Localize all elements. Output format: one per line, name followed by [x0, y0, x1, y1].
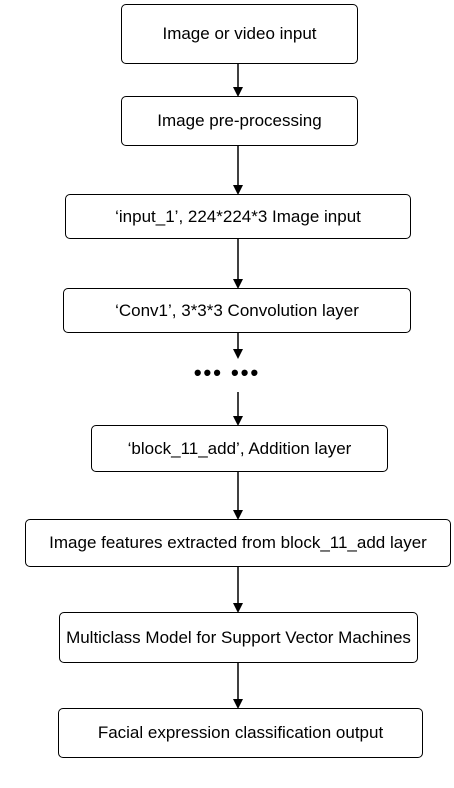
- node-multiclass-svm-model: Multiclass Model for Support Vector Mach…: [59, 612, 418, 663]
- node-image-features-extracted: Image features extracted from block_11_a…: [25, 519, 451, 567]
- node-facial-expression-classification-output: Facial expression classification output: [58, 708, 423, 758]
- node-image-pre-processing: Image pre-processing: [121, 96, 358, 146]
- node-conv1-convolution-layer: ‘Conv1’, 3*3*3 Convolution layer: [63, 288, 411, 333]
- node-label: Image or video input: [162, 24, 317, 43]
- node-label: Image pre-processing: [157, 111, 322, 130]
- node-label: Image features extracted from block_11_a…: [49, 533, 427, 552]
- ellipsis-omitted-layers: ••• •••: [193, 360, 261, 385]
- node-label: ‘input_1’, 224*224*3 Image input: [115, 206, 361, 226]
- node-label: ‘Conv1’, 3*3*3 Convolution layer: [115, 300, 359, 320]
- node-label: Facial expression classification output: [97, 723, 384, 742]
- node-block-11-add-addition-layer: ‘block_11_add’, Addition layer: [91, 425, 388, 472]
- node-label: Multiclass Model for Support Vector Mach…: [66, 627, 411, 647]
- node-label: ‘block_11_add’, Addition layer: [127, 438, 352, 458]
- node-input-1-image-input: ‘input_1’, 224*224*3 Image input: [65, 194, 411, 239]
- node-image-or-video-input: Image or video input: [121, 4, 358, 64]
